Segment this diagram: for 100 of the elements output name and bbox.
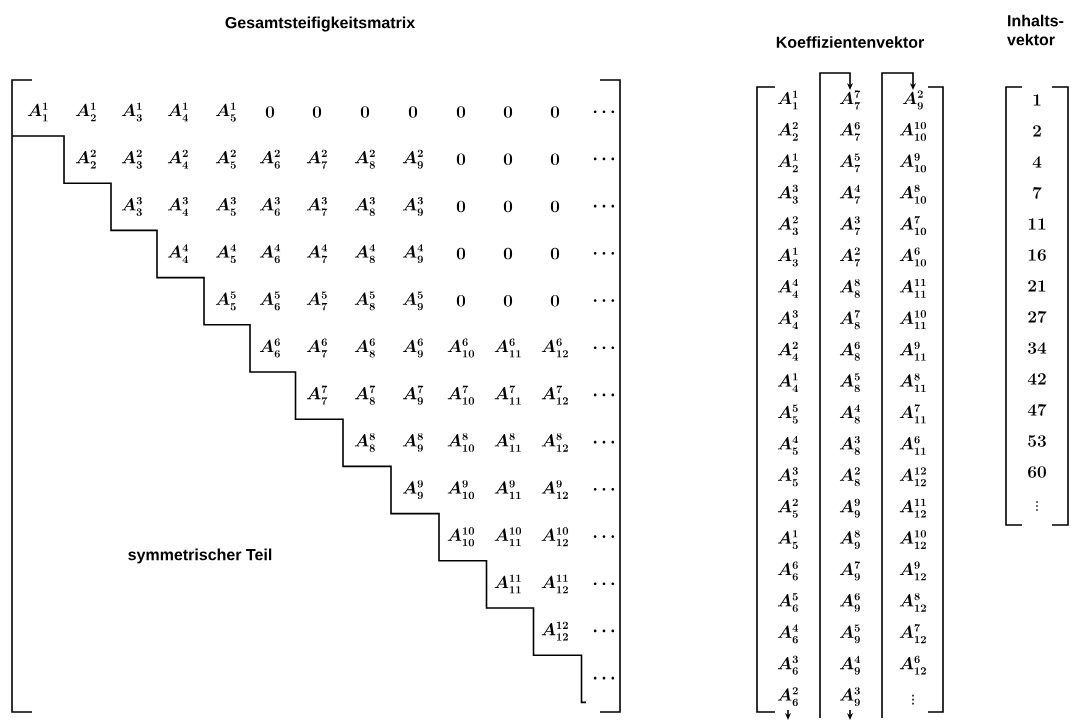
vector-entry: $60$ <box>1028 466 1046 478</box>
vector-entry: $A^{1}_{3}$ <box>777 247 798 267</box>
matrix-entry: $A^{4}_{7}$ <box>306 244 328 264</box>
matrix-entry: $0$ <box>550 106 560 118</box>
vector-entry: $A^{4}_{5}$ <box>777 435 799 455</box>
vector-entry: $A^{10}_{12}$ <box>899 530 927 549</box>
matrix-entry: $A^{12}_{12}$ <box>541 621 568 641</box>
matrix-entry: $A^{2}_{8}$ <box>354 149 375 169</box>
vector-entry: $21$ <box>1028 280 1046 292</box>
vector-entry: $A^{2}_{2}$ <box>777 121 798 141</box>
vector-entry: $A^{5}_{6}$ <box>777 592 798 612</box>
matrix-entry: $\cdots$ <box>593 346 615 350</box>
vector-entry: $A^{4}_{8}$ <box>839 404 861 424</box>
vector-entry: $A^{9}_{11}$ <box>899 341 926 361</box>
vector-entry: $A^{1}_{1}$ <box>777 90 798 110</box>
vector-entry: $A^{1}_{5}$ <box>777 530 798 550</box>
vector-entry: $A^{8}_{9}$ <box>839 530 860 550</box>
matrix-entry: $\cdots$ <box>593 488 615 491</box>
vector-entry: $A^{6}_{8}$ <box>839 341 860 361</box>
matrix-entry: $A^{11}_{11}$ <box>494 574 521 594</box>
matrix-entry: $A^{4}_{5}$ <box>215 244 237 264</box>
heading: Gesamtsteifigkeitsmatrix <box>225 16 416 32</box>
vector-entry: $A^{8}_{10}$ <box>899 184 927 204</box>
matrix-entry: $\cdots$ <box>593 204 615 208</box>
matrix-entry: $\cdots$ <box>593 252 615 255</box>
vector-entry: $A^{8}_{8}$ <box>839 278 860 298</box>
matrix-entry: $A^{11}_{12}$ <box>541 574 568 594</box>
matrix-entry: $\cdots$ <box>593 157 615 161</box>
vector-entry: $1$ <box>1033 94 1041 106</box>
matrix-entry: $0$ <box>503 153 513 165</box>
vector-entry: $42$ <box>1027 373 1046 385</box>
matrix-entry: $A^{1}_{3}$ <box>121 102 142 122</box>
matrix-entry: $A^{5}_{7}$ <box>306 291 328 311</box>
matrix-entry: $0$ <box>456 106 466 118</box>
vector-entry: $A^{1}_{2}$ <box>777 153 798 173</box>
vector-entry: $7$ <box>1033 186 1042 199</box>
matrix-entry: $0$ <box>360 106 370 118</box>
matrix-entry: $A^{5}_{8}$ <box>354 291 375 311</box>
matrix-entry: $A^{6}_{6}$ <box>259 338 280 358</box>
matrix-entry: $0$ <box>550 200 560 213</box>
matrix-entry: $A^{2}_{3}$ <box>121 149 142 169</box>
matrix-entry: $A^{9}_{10}$ <box>447 480 475 500</box>
matrix-entry: $A^{1}_{1}$ <box>27 102 48 122</box>
matrix-entry: $A^{3}_{4}$ <box>167 196 189 216</box>
matrix-entry: $A^{6}_{10}$ <box>447 338 475 358</box>
vector-entry: $A^{2}_{7}$ <box>839 247 861 267</box>
matrix-entry: $A^{7}_{9}$ <box>402 385 424 405</box>
matrix-entry: $0$ <box>456 200 466 213</box>
vector-entry: $A^{9}_{10}$ <box>899 153 927 173</box>
vector-entry: $A^{6}_{11}$ <box>899 435 926 455</box>
matrix-entry: $A^{6}_{7}$ <box>306 338 328 358</box>
vector-entry: $A^{5}_{8}$ <box>839 373 860 393</box>
vector-entry: $A^{6}_{9}$ <box>839 592 860 612</box>
matrix-entry: $A^{8}_{8}$ <box>354 432 375 452</box>
matrix-entry: $A^{4}_{8}$ <box>354 244 376 264</box>
vector-entry: $A^{9}_{9}$ <box>839 498 860 518</box>
matrix-entry: $A^{6}_{8}$ <box>354 338 375 358</box>
matrix-entry: $A^{10}_{12}$ <box>541 527 569 547</box>
vector-entry: $A^{5}_{7}$ <box>839 153 861 173</box>
matrix-entry: $A^{2}_{6}$ <box>259 149 280 169</box>
matrix-entry: $0$ <box>503 247 513 260</box>
matrix-entry: $0$ <box>503 200 513 213</box>
vector-entry: $A^{2}_{6}$ <box>777 687 798 707</box>
vector-entry: $A^{9}_{12}$ <box>899 561 926 581</box>
vector-entry: $A^{7}_{11}$ <box>899 404 926 424</box>
vector-entry: $A^{2}_{4}$ <box>777 341 799 361</box>
vector-entry: $A^{7}_{12}$ <box>899 624 926 644</box>
matrix-entry: $A^{3}_{3}$ <box>121 196 142 216</box>
matrix-entry: $A^{8}_{10}$ <box>447 432 475 452</box>
matrix-entry: $A^{10}_{11}$ <box>494 527 522 547</box>
matrix-entry: $A^{8}_{11}$ <box>494 432 521 452</box>
vector-entry: $A^{1}_{4}$ <box>777 373 799 392</box>
vector-entry: $A^{3}_{4}$ <box>777 310 799 330</box>
matrix-entry: $0$ <box>456 153 466 165</box>
vector-entry: $53$ <box>1028 435 1046 447</box>
matrix-entry: $\cdots$ <box>593 629 615 633</box>
matrix-entry: $0$ <box>550 247 560 260</box>
matrix-entry: $A^{5}_{9}$ <box>402 291 423 311</box>
vector-entry: $A^{12}_{12}$ <box>899 467 926 487</box>
vector-entry: $A^{3}_{3}$ <box>777 184 798 204</box>
vector-entry: $A^{7}_{10}$ <box>899 215 927 236</box>
vector-entry: $47$ <box>1027 403 1047 416</box>
vector-entry: $A^{4}_{9}$ <box>839 655 861 675</box>
vector-entry: $A^{3}_{5}$ <box>777 467 798 487</box>
matrix-entry: $A^{4}_{6}$ <box>259 244 281 264</box>
vector-entry: $A^{7}_{8}$ <box>839 310 861 330</box>
vector-entry: $A^{2}_{8}$ <box>839 467 860 487</box>
matrix-entry: $A^{2}_{4}$ <box>167 149 189 169</box>
vector-entry: $A^{11}_{11}$ <box>899 278 926 298</box>
matrix-entry: $A^{1}_{4}$ <box>167 102 189 122</box>
matrix-entry: $A^{7}_{11}$ <box>494 385 521 405</box>
matrix-entry: $0$ <box>456 247 466 260</box>
vector-entry: $A^{4}_{6}$ <box>777 624 799 644</box>
vector-entry: $A^{7}_{7}$ <box>839 90 861 110</box>
vector-entry: $A^{2}_{5}$ <box>777 498 798 518</box>
matrix-entry: $A^{7}_{8}$ <box>354 385 376 405</box>
region-label: symmetrischer Teil <box>128 548 272 564</box>
vector-entry: $A^{6}_{10}$ <box>899 247 927 267</box>
matrix-entry: $0$ <box>503 295 513 307</box>
matrix-entry: $A^{5}_{5}$ <box>215 291 236 311</box>
